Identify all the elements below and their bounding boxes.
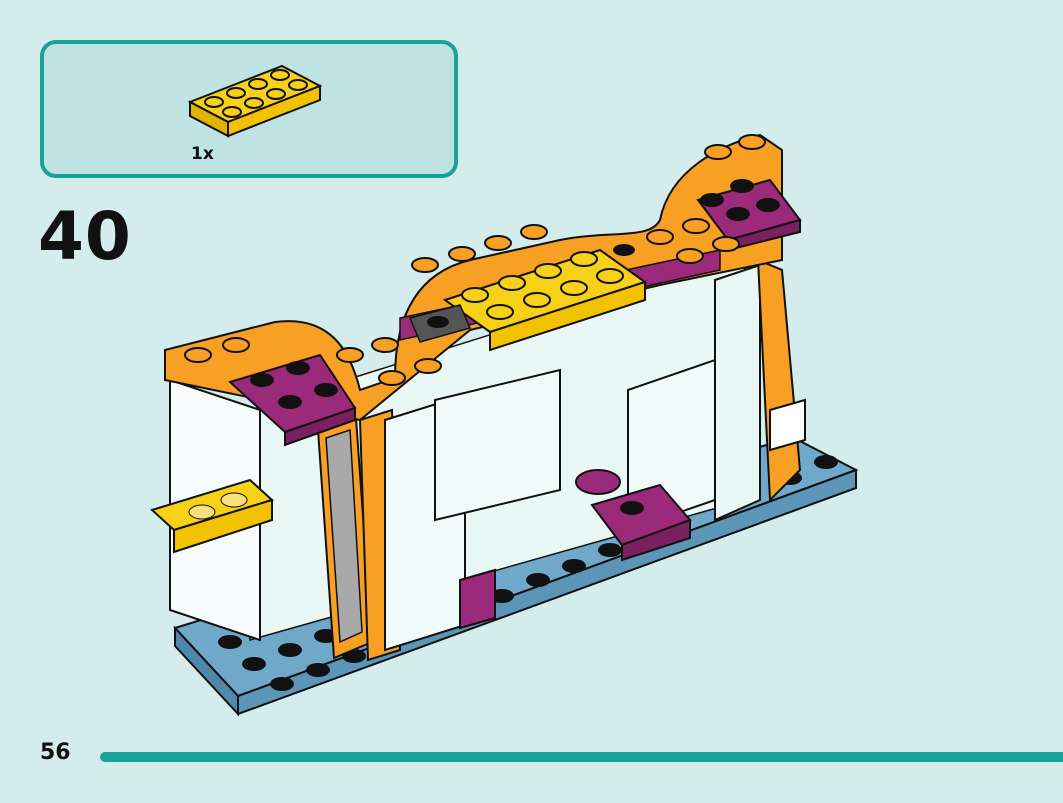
part-quantity: 1x [191, 144, 214, 164]
roof-studs [184, 134, 766, 386]
parts-callout: 1x [40, 40, 458, 178]
roof-orange [164, 133, 783, 422]
page-number: 56 [40, 740, 71, 765]
yellow-plate-2x4-icon [187, 64, 323, 138]
page-progress-bar [100, 752, 1063, 762]
step-number: 40 [38, 198, 132, 275]
model-illustration [150, 133, 859, 717]
